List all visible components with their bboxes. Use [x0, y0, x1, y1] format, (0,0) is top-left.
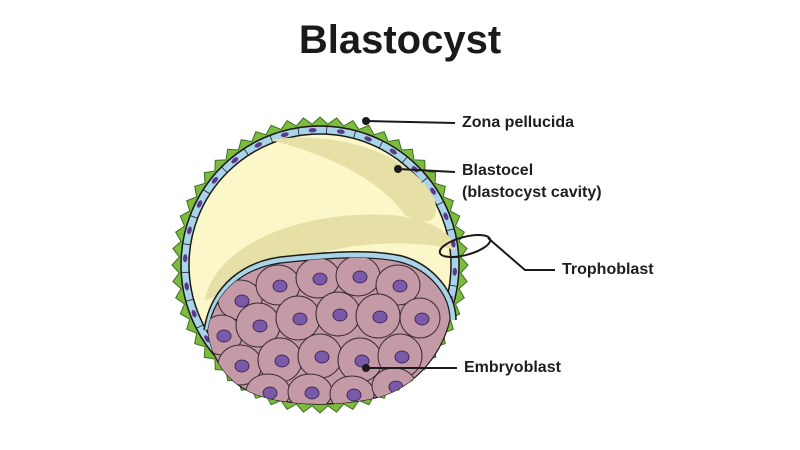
trophoblast-cell-divider [449, 284, 458, 287]
embryoblast-nucleus [352, 270, 368, 284]
embryoblast-nucleus [314, 350, 330, 364]
embryoblast-nucleus [262, 386, 278, 400]
cavity-shading [205, 214, 455, 300]
label-trophoblast: Trophoblast [562, 261, 654, 278]
trophoblast-cell-divider [436, 201, 444, 206]
trophoblast-nucleus [430, 187, 436, 195]
trophoblast-nucleus [443, 212, 449, 221]
trophoblast-leader [487, 237, 555, 271]
trophoblast-nucleus [231, 157, 239, 164]
trophoblast-cell-divider [221, 166, 228, 173]
trophoblast-nucleus [187, 226, 192, 235]
trophoblast-nucleus [336, 129, 345, 134]
embryoblast-nucleus [414, 312, 430, 326]
trophoblast-cell-divider [378, 140, 384, 149]
cavity-shading [270, 137, 436, 222]
embryoblast-nucleus [216, 329, 232, 343]
trophoblast-cell-divider [202, 189, 211, 195]
embryoblast-nucleus [394, 350, 410, 364]
embryoblast-nucleus [252, 319, 268, 333]
embryoblast-nucleus [346, 388, 362, 402]
trophoblast-nucleus [191, 309, 197, 318]
label-blastocel-cavity: (blastocyst cavity) [462, 184, 602, 201]
trophoblast-nucleus [254, 142, 263, 148]
trophoblast-cell-divider [353, 130, 357, 139]
embryoblast-cells [208, 257, 441, 404]
trophoblast-cell-divider [243, 148, 249, 156]
trophoblast-nucleus [204, 335, 210, 343]
trophoblast-nucleus [211, 176, 218, 184]
trophoblast-nucleus [182, 254, 188, 263]
embryoblast-nucleus [274, 354, 290, 368]
trophoblast-cell-divider [401, 156, 408, 164]
label-zona-pellucida: Zona pellucida [462, 114, 575, 131]
embryoblast-nucleus [392, 279, 408, 293]
embryoblast-nucleus [292, 312, 308, 326]
embryoblast-nucleus [234, 359, 250, 373]
zona-pellucida-dot [362, 117, 370, 125]
trophoblast-cell-divider [446, 228, 455, 232]
trophoblast-nucleus [196, 200, 203, 208]
diagram-title: Blastocyst [298, 18, 502, 62]
blastocel-leader [397, 168, 456, 173]
embryoblast-nucleus [332, 308, 348, 322]
trophoblast-nucleus [308, 127, 317, 133]
trophoblast-cell-divider [189, 215, 198, 219]
trophoblast-cell-divider [185, 298, 194, 302]
embryoblast-nucleus [272, 279, 288, 293]
trophoblast-nucleus [389, 148, 397, 155]
trophoblast-cell-divider [269, 135, 274, 143]
trophoblast-cell-divider [196, 324, 204, 329]
embryoblast-dot [362, 364, 370, 372]
zona-pellucida-leader [365, 120, 456, 124]
label-blastocel: Blastocel [462, 162, 534, 179]
label-embryoblast: Embryoblast [464, 359, 561, 376]
trophoblast-cell-divider [182, 243, 191, 246]
trophoblast-cell-divider [297, 127, 300, 136]
embryoblast-nucleus [312, 272, 328, 286]
embryoblast-nucleus [372, 310, 388, 324]
trophoblast-nucleus [452, 267, 458, 276]
embryoblast-nucleus [388, 380, 404, 394]
embryoblast-nucleus [354, 354, 370, 368]
trophoblast-nucleus [184, 282, 189, 291]
embryoblast-nucleus [304, 386, 320, 400]
embryoblast-nucleus [234, 294, 250, 308]
trophoblast-nucleus [280, 132, 289, 138]
trophoblast-nucleus [364, 136, 372, 142]
trophoblast-cell-divider [421, 176, 429, 183]
blastocel-dot [394, 165, 402, 173]
